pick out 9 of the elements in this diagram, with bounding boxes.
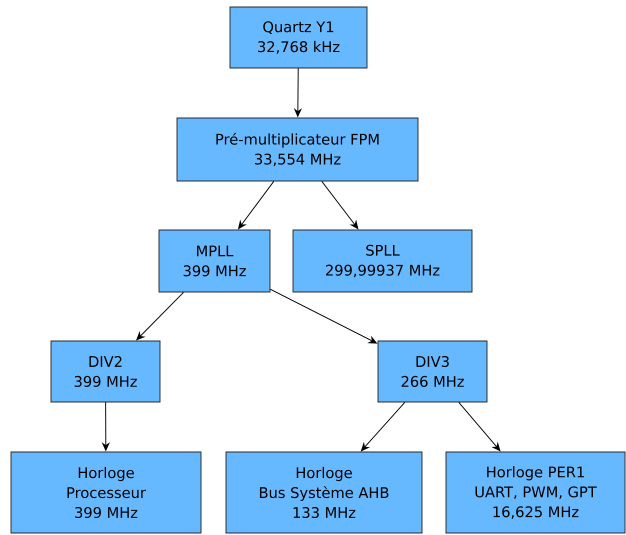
- clock-box: Pré-multiplicateur FPM 33,554 MHz: [176, 118, 418, 182]
- clock-box: Quartz Y1 32,768 kHz: [230, 6, 368, 68]
- clock-box: Horloge PER1 UART, PWM, GPT 16,625 MHz: [446, 452, 626, 534]
- clock-box: DIV3 266 MHz: [378, 340, 488, 402]
- clock-box: Horloge Bus Système AHB 133 MHz: [226, 452, 422, 534]
- clock-box: MPLL 399 MHz: [158, 230, 270, 292]
- clock-box: Horloge Processeur 399 MHz: [10, 452, 202, 534]
- clock-box: DIV2 399 MHz: [50, 340, 160, 402]
- clock-box: SPLL 299,99937 MHz: [292, 230, 472, 292]
